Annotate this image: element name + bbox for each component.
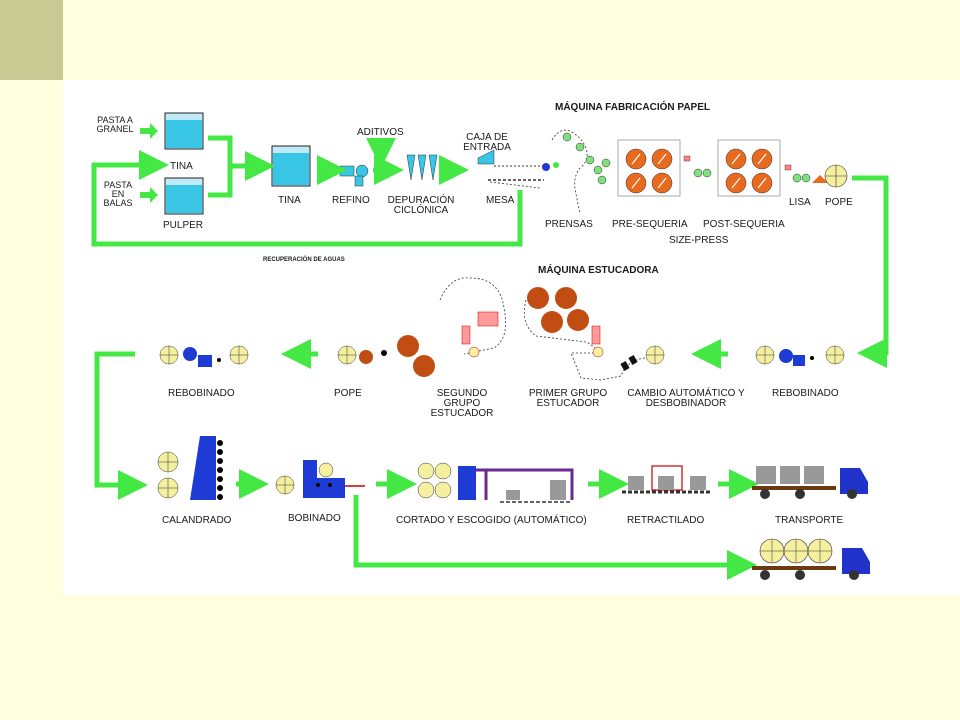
presses-icon: [551, 129, 611, 215]
pulper-tank-icon: [164, 177, 204, 215]
pasta-balas-label: PASTA EN BALAS: [103, 180, 133, 208]
pope-reel-icon: [812, 164, 848, 188]
depuracion-label: DEPURACIÓN CICLÓNICA: [387, 195, 455, 216]
rebobinado-right-label: REBOBINADO: [772, 388, 839, 399]
truck-pallets-icon: [752, 466, 868, 499]
cutter-sorter-icon: [417, 462, 574, 503]
pope2-label: POPE: [334, 388, 362, 399]
coating-machine-title: MÁQUINA ESTUCADORA: [538, 265, 659, 276]
unwinder-icon: [570, 345, 665, 381]
pope2-icon: [337, 345, 387, 365]
tina2-label: TINA: [278, 195, 301, 206]
aditivos-label: ADITIVOS: [357, 127, 404, 138]
recuperacion-label: RECUPERACIÓN DE AGUAS: [263, 257, 345, 263]
bypass-arrow: [353, 495, 757, 580]
pasta-granel-label: PASTA A GRANEL: [96, 115, 134, 134]
segundo-grupo-estucador-icon: [397, 277, 507, 377]
primer-grupo-label: PRIMER GRUPO ESTUCADOR: [528, 388, 608, 409]
lisa-icon: [784, 164, 811, 183]
size-press-label: SIZE-PRESS: [669, 235, 729, 246]
rebobinado-left-label: REBOBINADO: [168, 388, 235, 399]
pope-label: POPE: [825, 197, 853, 208]
bobinado-label: BOBINADO: [288, 513, 341, 524]
cambio-label: CAMBIO AUTOMÁTICO Y DESBOBINADOR: [627, 388, 745, 409]
cortado-label: CORTADO Y ESCOGIDO (AUTOMÁTICO): [396, 515, 587, 526]
corner-accent: [0, 0, 63, 80]
prensas-label: PRENSAS: [545, 219, 593, 230]
refino-icon: [339, 164, 369, 187]
input-arrows: [140, 123, 158, 203]
segundo-grupo-label: SEGUNDO GRUPO ESTUCADOR: [430, 388, 494, 419]
tina-label: TINA: [170, 161, 193, 172]
water-recovery-loop: [91, 150, 523, 247]
rewinder-left-icon: [159, 345, 249, 367]
headbox-icon: [477, 149, 559, 189]
refino-label: REFINO: [332, 195, 370, 206]
lisa-label: LISA: [789, 197, 811, 208]
connector-row1-row2: [852, 175, 889, 368]
calender-icon: [157, 436, 223, 500]
connector-row2-row3: [94, 351, 148, 500]
post-sequeria-dryer-icon: [717, 139, 781, 197]
transporte-label: TRANSPORTE: [775, 515, 844, 526]
pre-sequeria-dryer-icon: [617, 139, 681, 197]
pulper-label: PULPER: [163, 220, 204, 231]
retractilado-label: RETRACTILADO: [627, 515, 705, 526]
shrink-wrap-icon: [622, 465, 712, 494]
paper-machine-title: MÁQUINA FABRICACIÓN PAPEL: [555, 102, 710, 113]
mesa-label: MESA: [486, 195, 515, 206]
size-press-icon: [683, 155, 712, 178]
tina2-tank-icon: [271, 145, 311, 187]
truck-rolls-icon: [752, 538, 870, 580]
winder-icon: [275, 460, 365, 498]
merge-bracket: [208, 135, 260, 198]
cyclone-icons: [406, 154, 438, 181]
primer-grupo-estucador-icon: [523, 287, 604, 358]
calandrado-label: CALANDRADO: [162, 515, 232, 526]
rewinder-icon: [755, 345, 845, 366]
pre-sequeria-label: PRE-SEQUERIA: [612, 219, 688, 230]
tina-tank-icon: [164, 112, 204, 150]
post-sequeria-label: POST-SEQUERIA: [703, 219, 785, 230]
caja-entrada-label: CAJA DE ENTRADA: [463, 132, 511, 153]
